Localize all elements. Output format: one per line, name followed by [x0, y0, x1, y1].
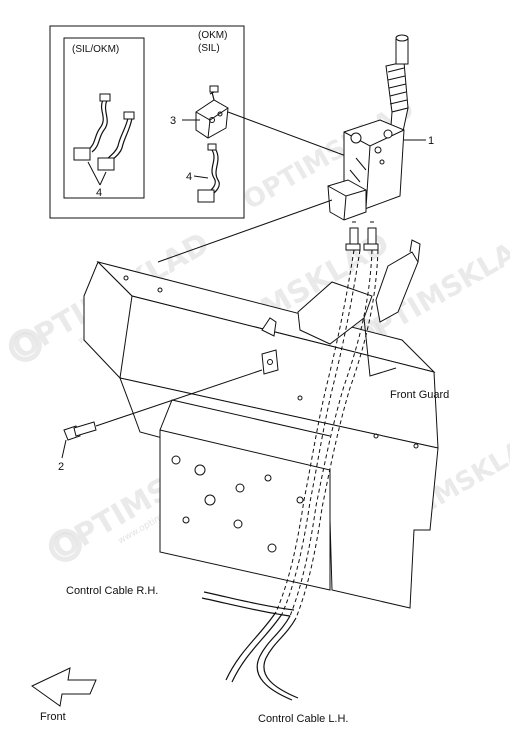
- front-arrow-icon: [31, 667, 97, 707]
- callout-2: 2: [58, 461, 64, 473]
- cable-bracket: [297, 239, 421, 377]
- wire-harness-icon: [197, 143, 220, 203]
- control-cables: [201, 249, 379, 701]
- watermark-logo-icon: [8, 328, 42, 362]
- inset-box: (SIL/OKM) (OKM) (SIL) 4 3: [49, 25, 245, 219]
- callout-1: 1: [428, 135, 434, 147]
- control-lever: [327, 34, 409, 221]
- inset-left-title: (SIL/OKM): [72, 44, 119, 55]
- bolt-icon: [63, 421, 97, 441]
- watermark-logo-icon: [48, 528, 82, 562]
- inset-right-title-2: (SIL): [198, 43, 220, 54]
- label-front: Front: [40, 711, 66, 723]
- callout-4-left: 4: [96, 187, 102, 199]
- label-control-cable-rh: Control Cable R.H.: [66, 585, 158, 597]
- cable-end-fittings: [345, 221, 379, 251]
- callout-4-right: 4: [186, 171, 192, 183]
- label-control-cable-lh: Control Cable L.H.: [258, 713, 349, 725]
- panel-holes: [123, 275, 419, 553]
- mounting-tab: [261, 349, 279, 375]
- inset-right-title-1: (OKM): [198, 30, 227, 41]
- front-guard-panel: [83, 261, 439, 609]
- inset-subbox-sil-okm: [63, 37, 145, 199]
- switch-icon: [195, 85, 229, 139]
- callout-3: 3: [170, 115, 176, 127]
- wire-harness-icon: [73, 93, 135, 186]
- label-front-guard: Front Guard: [390, 389, 449, 401]
